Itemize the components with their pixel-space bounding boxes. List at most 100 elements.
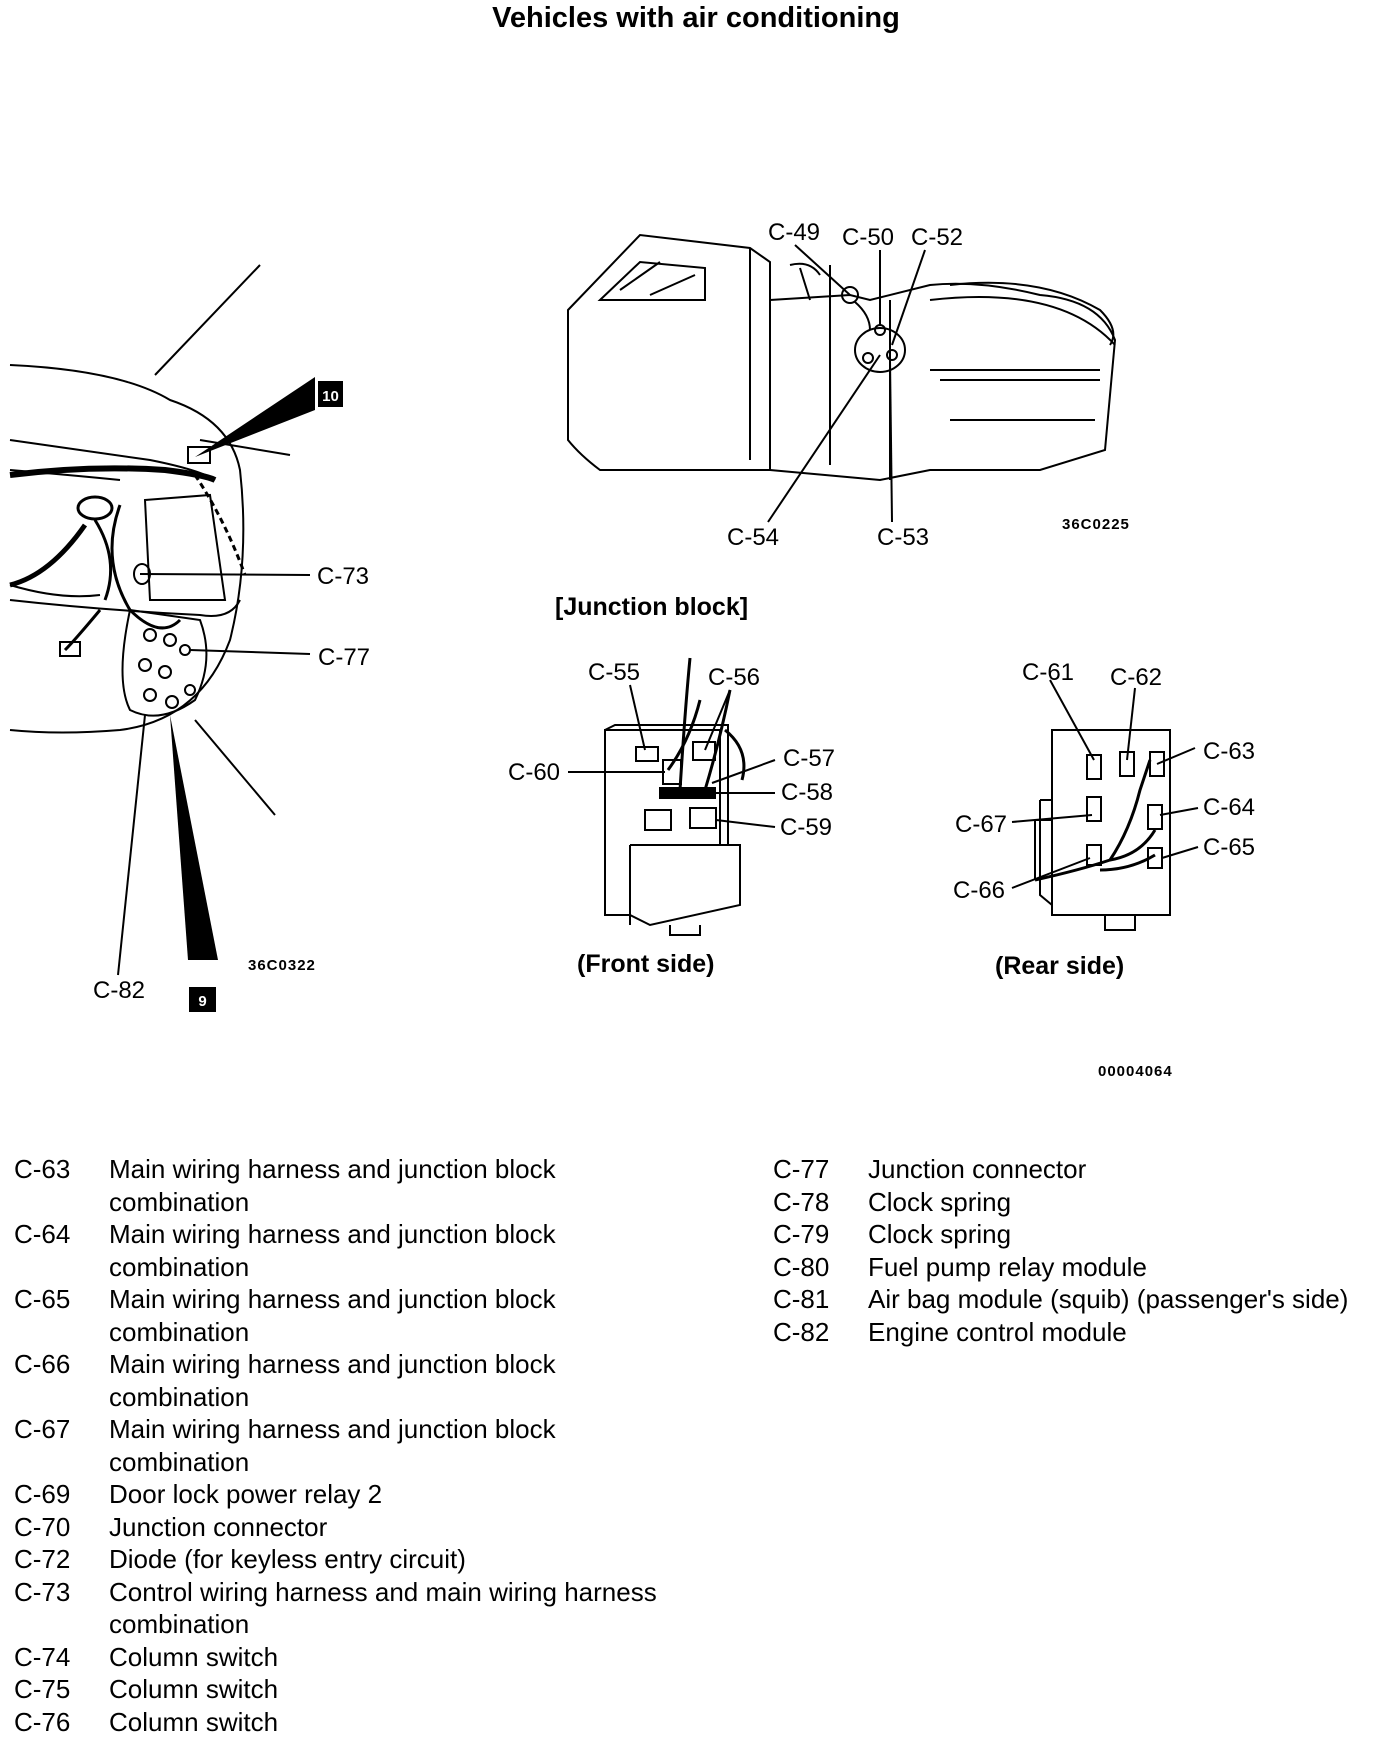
legend-description-line: combination [109,1381,714,1414]
legend-description: Engine control module [868,1316,1383,1349]
legend-description-line: combination [109,1316,714,1349]
legend-description-line: Main wiring harness and junction block [109,1153,714,1186]
label-c66: C-66 [953,877,1005,904]
label-c73: C-73 [317,563,369,590]
legend-description: Column switch [109,1673,714,1706]
legend-description-line: combination [109,1251,714,1284]
legend-code: C-69 [14,1478,109,1511]
label-c56: C-56 [708,664,760,691]
figure-code: 00004064 [1098,1063,1173,1080]
legend-code: C-79 [773,1218,868,1251]
legend-code: C-78 [773,1186,868,1219]
callout-wedge-bottom [170,715,218,960]
label-c61: C-61 [1022,659,1074,686]
label-c52: C-52 [911,224,963,251]
label-c55: C-55 [588,659,640,686]
legend-code: C-67 [14,1413,109,1478]
left-callout-lines [118,574,310,975]
label-c54: C-54 [727,524,779,551]
dashboard-illustration [10,265,290,815]
label-c60: C-60 [508,759,560,786]
hvac-diagram-code: 36C0225 [1062,516,1130,533]
callout-wedge-top [195,377,315,457]
legend-code: C-72 [14,1543,109,1576]
legend-code: C-65 [14,1283,109,1348]
legend-description: Junction connector [868,1153,1383,1186]
legend-code: C-73 [14,1576,109,1641]
label-c53: C-53 [877,524,929,551]
legend-description-line: Fuel pump relay module [868,1251,1383,1284]
legend-description-line: combination [109,1186,714,1219]
legend-description: Air bag module (squib) (passenger's side… [868,1283,1383,1316]
legend-description: Door lock power relay 2 [109,1478,714,1511]
legend-description-line: combination [109,1608,714,1641]
legend-description: Diode (for keyless entry circuit) [109,1543,714,1576]
connector-location-diagram: 10 9 C-73 C-77 C-82 36C0322 C-49 C-50 C-… [0,0,1392,1090]
legend-code: C-81 [773,1283,868,1316]
label-c77: C-77 [318,644,370,671]
legend-description-line: Junction connector [109,1511,714,1544]
legend-code: C-75 [14,1673,109,1706]
legend-description-line: Column switch [109,1706,714,1738]
legend-description-line: combination [109,1446,714,1479]
legend-description: Column switch [109,1706,714,1738]
legend-description-line: Engine control module [868,1316,1383,1349]
legend-description: Clock spring [868,1218,1383,1251]
legend-code: C-70 [14,1511,109,1544]
front-side-caption: (Front side) [577,950,715,978]
label-c62: C-62 [1110,664,1162,691]
legend-description: Fuel pump relay module [868,1251,1383,1284]
legend-description-line: Diode (for keyless entry circuit) [109,1543,714,1576]
legend-description-line: Main wiring harness and junction block [109,1348,714,1381]
hvac-unit-illustration [568,235,1115,480]
hvac-callout-lines [768,245,925,522]
label-c64: C-64 [1203,794,1255,821]
left-diagram-code: 36C0322 [248,957,316,974]
legend-code: C-66 [14,1348,109,1413]
label-c50: C-50 [842,224,894,251]
rear-side-caption: (Rear side) [995,952,1124,980]
legend-description-line: Clock spring [868,1218,1383,1251]
legend-description-line: Air bag module (squib) (passenger's side… [868,1283,1383,1316]
legend-description-line: Main wiring harness and junction block [109,1283,714,1316]
legend-description: Junction connector [109,1511,714,1544]
junction-block-rear-illustration [1035,730,1170,930]
legend-description-line: Junction connector [868,1153,1383,1186]
legend-description-line: Door lock power relay 2 [109,1478,714,1511]
legend-description: Column switch [109,1641,714,1674]
label-c82: C-82 [93,977,145,1004]
legend-description-line: Control wiring harness and main wiring h… [109,1576,714,1609]
legend-description-line: Main wiring harness and junction block [109,1218,714,1251]
label-c67: C-67 [955,811,1007,838]
legend-description: Control wiring harness and main wiring h… [109,1576,714,1641]
legend-code: C-74 [14,1641,109,1674]
legend-code: C-76 [14,1706,109,1738]
junction-block-heading: [Junction block] [555,593,748,621]
junction-block-front-illustration [605,658,744,935]
badge-9-text: 9 [198,993,206,1010]
label-c63: C-63 [1203,738,1255,765]
label-c65: C-65 [1203,834,1255,861]
label-c59: C-59 [780,814,832,841]
legend-description: Clock spring [868,1186,1383,1219]
label-c58: C-58 [781,779,833,806]
legend-description-line: Clock spring [868,1186,1383,1219]
